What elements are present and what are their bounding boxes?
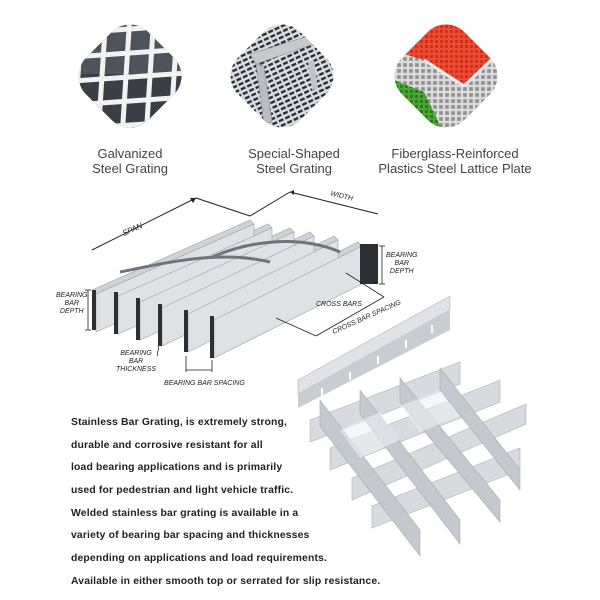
product-caption-fiberglass: Fiberglass-Reinforced Plastics Steel Lat… bbox=[378, 146, 532, 176]
description-line: used for pedestrian and light vehicle tr… bbox=[71, 485, 294, 497]
description-line: load bearing applications and is primari… bbox=[71, 462, 283, 474]
bearing-bar-spacing-label: BEARING BAR SPACING bbox=[164, 380, 245, 387]
product-caption-galvanized: Galvanized Steel Grating bbox=[92, 146, 168, 176]
description-line: Available in either smooth top or serrat… bbox=[71, 575, 381, 587]
description-line: Stainless Bar Grating, is extremely stro… bbox=[71, 417, 288, 428]
bearing-bar-depth-right-label: BEARING BAR DEPTH bbox=[386, 252, 418, 275]
bearing-bar-thickness-label: BEARING BAR THICKNESS bbox=[116, 350, 157, 373]
description-line: durable and corrosive resistant for all bbox=[71, 439, 263, 451]
galvanized-steel-grating-image bbox=[67, 13, 193, 139]
cross-bars-label: CROSS BARS bbox=[316, 301, 362, 308]
fiberglass-lattice-plate-image bbox=[384, 14, 509, 138]
description-line: depending on applications and load requi… bbox=[71, 553, 328, 565]
description: Stainless Bar Grating, is extremely stro… bbox=[71, 412, 451, 594]
product-caption-special-shaped: Special-Shaped Steel Grating bbox=[248, 146, 340, 176]
special-shaped-steel-grating-image bbox=[220, 14, 344, 138]
bearing-bar-depth-left-label: BEARING BAR DEPTH bbox=[56, 292, 88, 315]
description-line: Welded stainless bar grating is availabl… bbox=[71, 507, 299, 519]
description-line: variety of bearing bar spacing and thick… bbox=[71, 530, 310, 542]
